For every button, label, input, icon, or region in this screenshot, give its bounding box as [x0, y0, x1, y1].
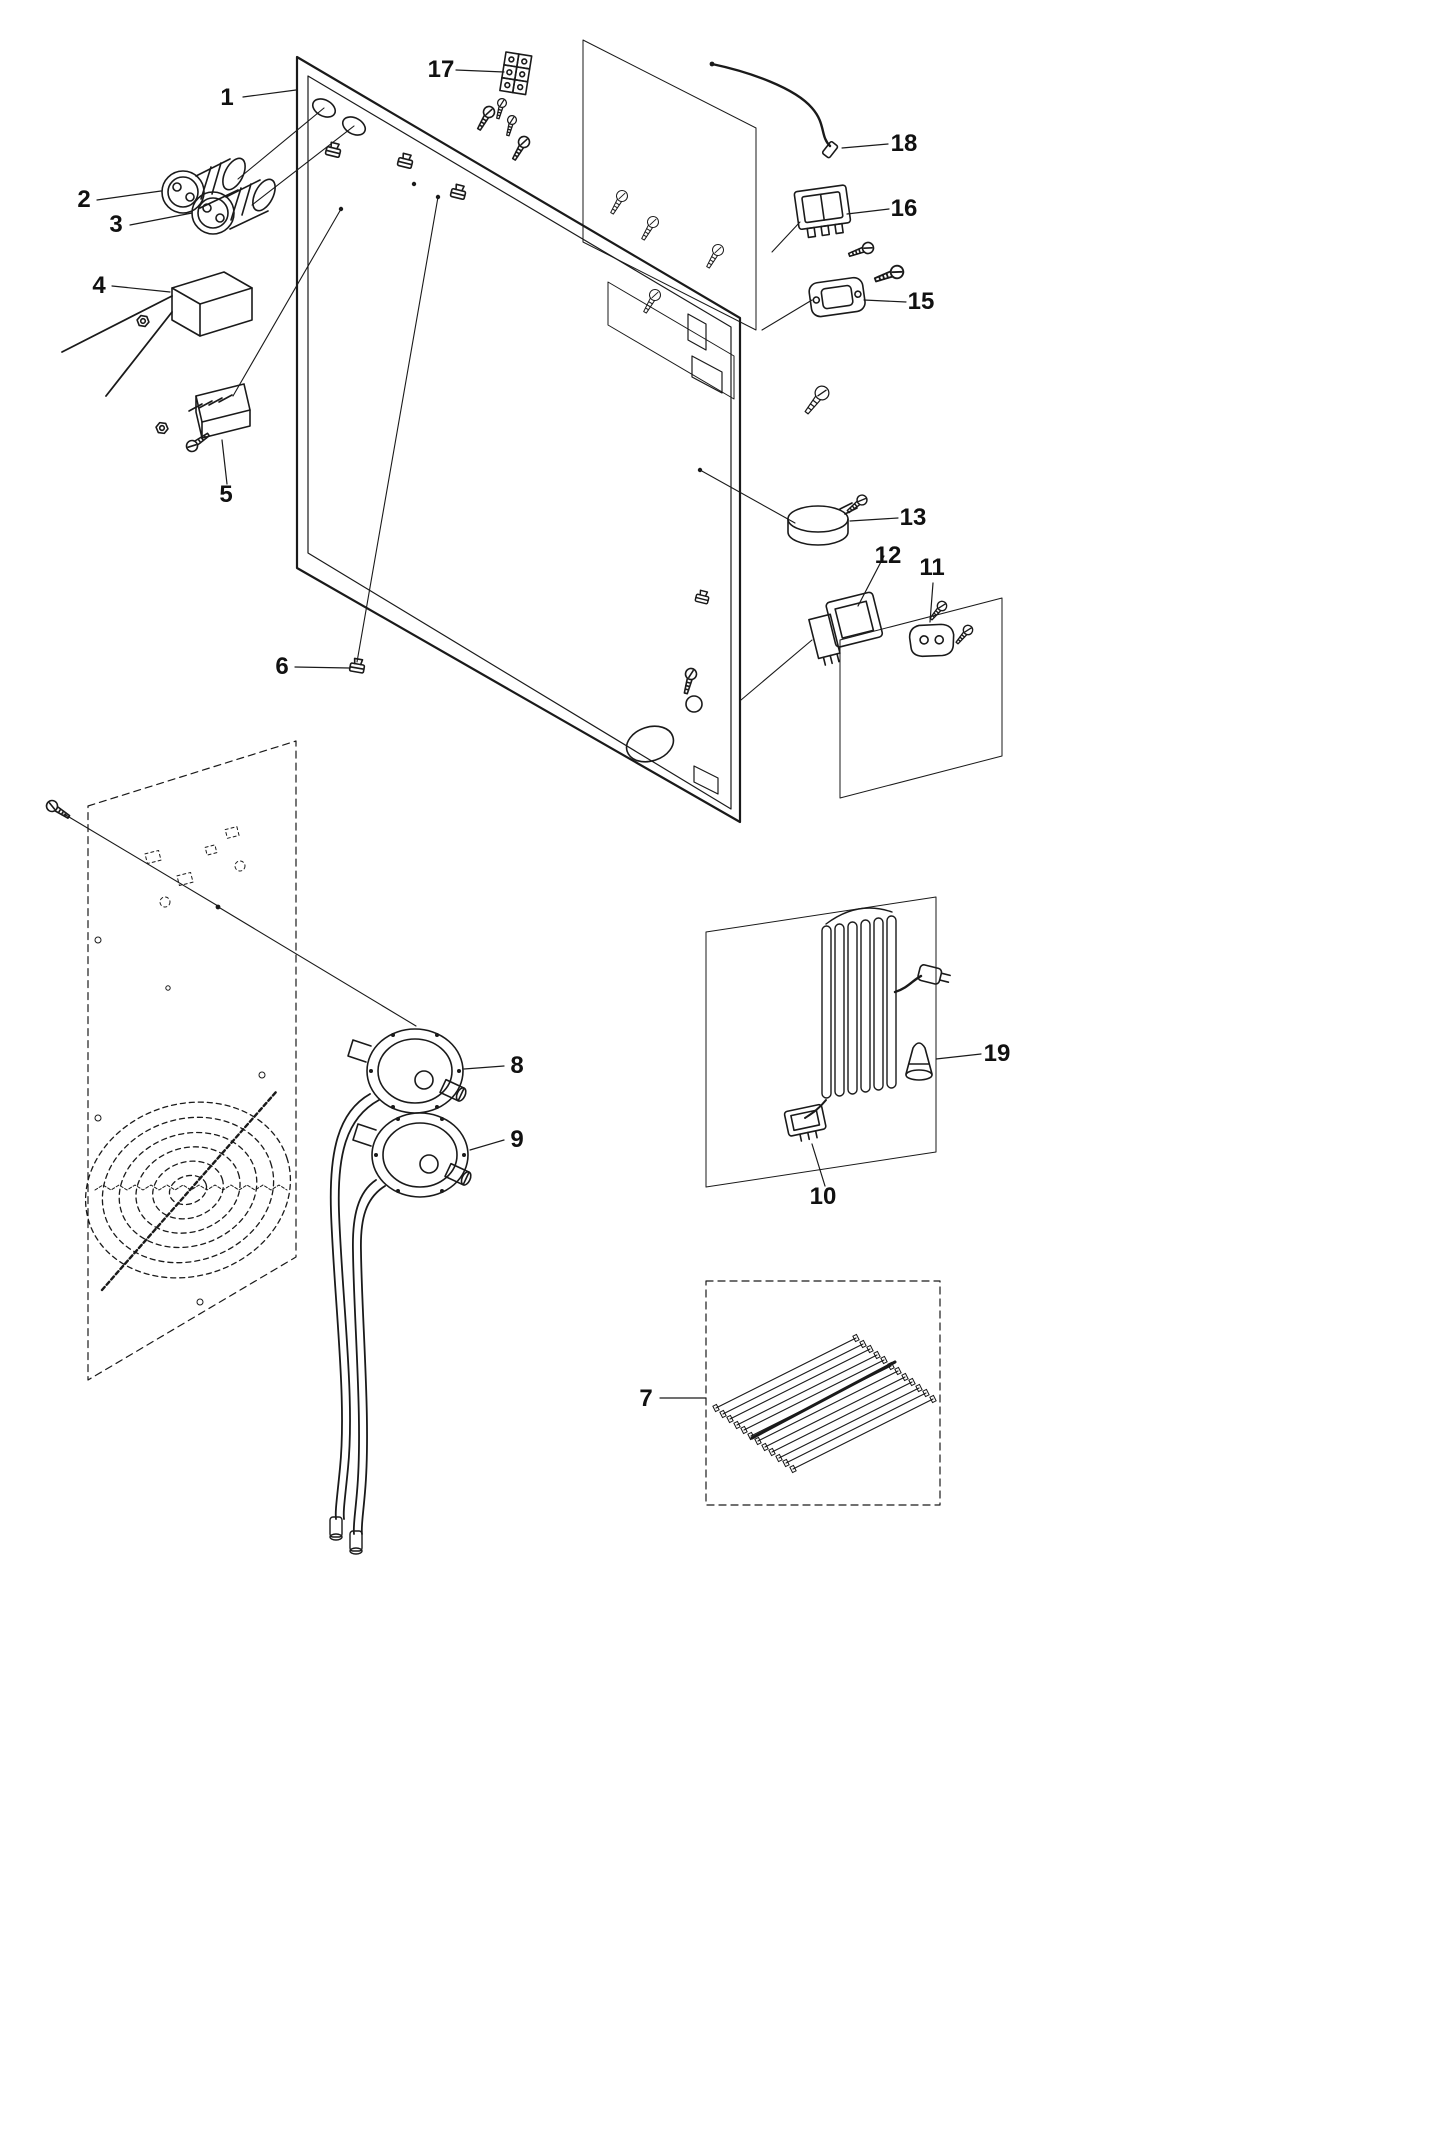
leader-lines — [96, 69, 982, 1399]
connector-12 — [808, 591, 884, 666]
receptacle-15 — [808, 240, 907, 318]
screw-icon — [702, 241, 727, 271]
callout-17-label: 17 — [428, 56, 455, 83]
callout-19-label: 19 — [984, 1040, 1011, 1067]
callout-9-label: 9 — [510, 1126, 523, 1153]
callout-16-label: 16 — [891, 195, 918, 222]
rear-panel-holes — [94, 936, 266, 1306]
grommet-19 — [905, 1042, 933, 1081]
callout-15-label: 15 — [908, 288, 935, 315]
screw-icon — [183, 429, 213, 455]
screw-icon — [846, 240, 876, 261]
clamp-13 — [787, 492, 870, 546]
terminal-block-17 — [492, 51, 533, 138]
main-panel — [295, 55, 742, 824]
panel-clip-icon — [694, 588, 711, 605]
junction-box-4 — [61, 271, 253, 397]
harness-7 — [705, 1280, 941, 1506]
panel-clip-icon — [324, 140, 343, 159]
callout-6-label: 6 — [275, 653, 288, 680]
screw-icon — [502, 113, 519, 138]
plug-11 — [908, 598, 976, 658]
screw-icon — [800, 382, 833, 418]
screw-icon — [639, 286, 664, 316]
mounting-plates — [582, 39, 833, 418]
cable-18 — [709, 61, 839, 159]
screw-icon — [508, 133, 533, 163]
heater-assembly — [705, 896, 951, 1188]
side-plate — [839, 597, 1003, 799]
panel-clip-icon — [449, 182, 468, 201]
panel-screws — [473, 103, 533, 163]
callout-18-label: 18 — [891, 130, 918, 157]
callout-7-label: 7 — [639, 1385, 652, 1412]
screw-icon — [606, 187, 631, 217]
callout-11-label: 11 — [919, 554, 944, 581]
screw-icon — [637, 213, 662, 243]
callout-2-label: 2 — [77, 186, 90, 213]
pressure-switch-8 — [347, 1028, 467, 1114]
callout-12-label: 12 — [875, 542, 902, 569]
screw-icon — [679, 666, 699, 696]
screw-icon — [492, 96, 509, 121]
power-plug — [917, 964, 951, 985]
terminal-connector-5 — [154, 383, 251, 455]
rocker-switch-16 — [793, 184, 852, 239]
rear-panel-outline — [87, 740, 297, 1381]
pressure-switch-9 — [352, 1112, 472, 1198]
nut-icon — [135, 314, 151, 328]
screw-icon — [952, 622, 976, 647]
callout-8-label: 8 — [510, 1052, 523, 1079]
callout-3-label: 3 — [109, 211, 122, 238]
nut-icon — [154, 421, 170, 435]
pressure-hoses — [329, 1093, 386, 1555]
screw-icon — [473, 103, 498, 133]
callout-5-label: 5 — [219, 481, 232, 508]
connector-2 — [161, 157, 246, 214]
callout-4-label: 4 — [92, 272, 106, 299]
callout-13-label: 13 — [900, 504, 927, 531]
association-lines — [63, 107, 813, 1027]
callout-labels: 1 2 3 4 5 6 7 8 9 10 11 12 13 15 16 17 1… — [77, 56, 1010, 1412]
power-connector-10 — [783, 1103, 827, 1142]
callout-10-label: 10 — [810, 1183, 837, 1210]
heating-element-spiral — [84, 1090, 292, 1292]
heater-coil-tubes — [821, 907, 897, 1099]
screw-icon — [872, 262, 907, 287]
callout-1-label: 1 — [220, 84, 233, 111]
panel-clip-icon — [396, 151, 415, 170]
screw-icon — [43, 797, 73, 823]
